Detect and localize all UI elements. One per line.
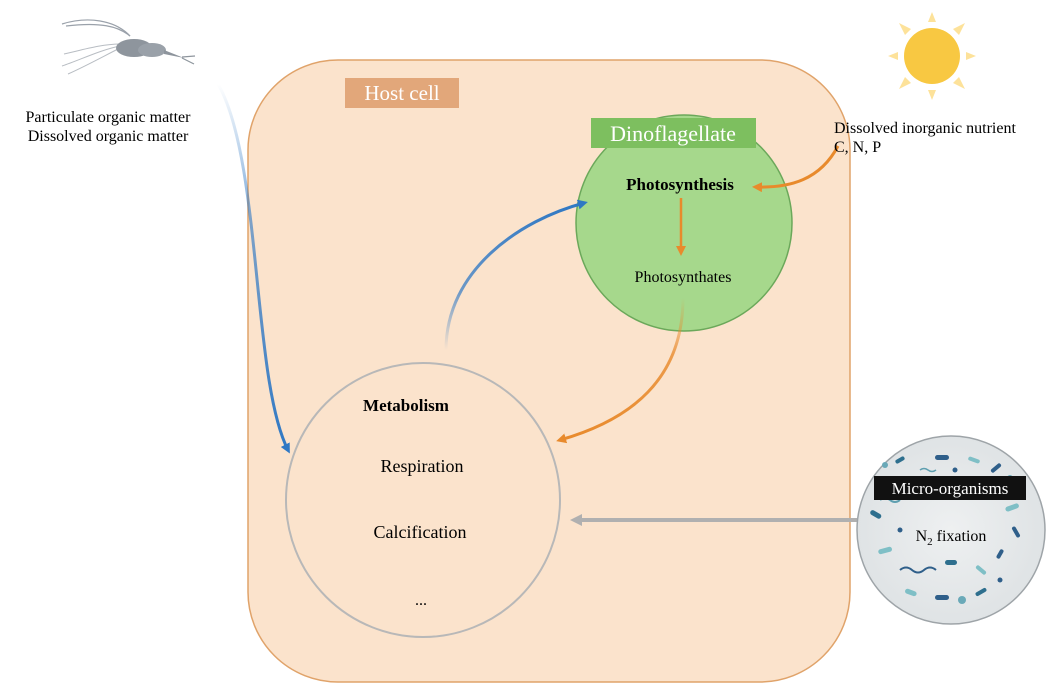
inorganic-nutrient-line-2: C, N, P bbox=[834, 139, 881, 156]
microbe-cluster-icon bbox=[870, 455, 1020, 604]
organic-matter-line-2: Dissolved organic matter bbox=[28, 128, 189, 145]
metabolism-item-calcification: Calcification bbox=[374, 522, 467, 542]
photosynthesis-label: Photosynthesis bbox=[626, 175, 734, 194]
inorganic-nutrient-arrow bbox=[752, 145, 840, 193]
sun-icon bbox=[888, 12, 976, 100]
micro-organisms-label: Micro-organisms bbox=[892, 479, 1009, 498]
copepod-icon bbox=[61, 19, 196, 75]
micro-organisms-tag bbox=[874, 476, 1026, 500]
dinoflagellate-tag bbox=[591, 118, 756, 148]
organic-matter-line-1: Particulate organic matter bbox=[26, 109, 192, 126]
metabolism-to-photosynthesis-arrow bbox=[444, 199, 588, 351]
metabolism-title: Metabolism bbox=[363, 396, 449, 415]
nitrogen-fixation-label: N2 fixation bbox=[916, 528, 987, 548]
dinoflagellate-label: Dinoflagellate bbox=[610, 121, 736, 146]
micro-organisms-bubble: Micro-organisms N2 fixation bbox=[856, 435, 1046, 625]
photosynthates-to-metabolism-arrow bbox=[556, 297, 685, 444]
dinoflagellate-cell bbox=[575, 114, 793, 332]
metabolism-circle bbox=[285, 362, 561, 638]
metabolism-item-more: ... bbox=[415, 592, 427, 609]
host-cell-tag bbox=[345, 78, 459, 108]
photosynthates-label: Photosynthates bbox=[635, 269, 732, 286]
metabolism-item-respiration: Respiration bbox=[381, 456, 464, 476]
host-cell-label: Host cell bbox=[364, 81, 439, 105]
inorganic-nutrient-line-1: Dissolved inorganic nutrient bbox=[834, 120, 1016, 137]
organic-matter-arrow bbox=[216, 83, 290, 454]
